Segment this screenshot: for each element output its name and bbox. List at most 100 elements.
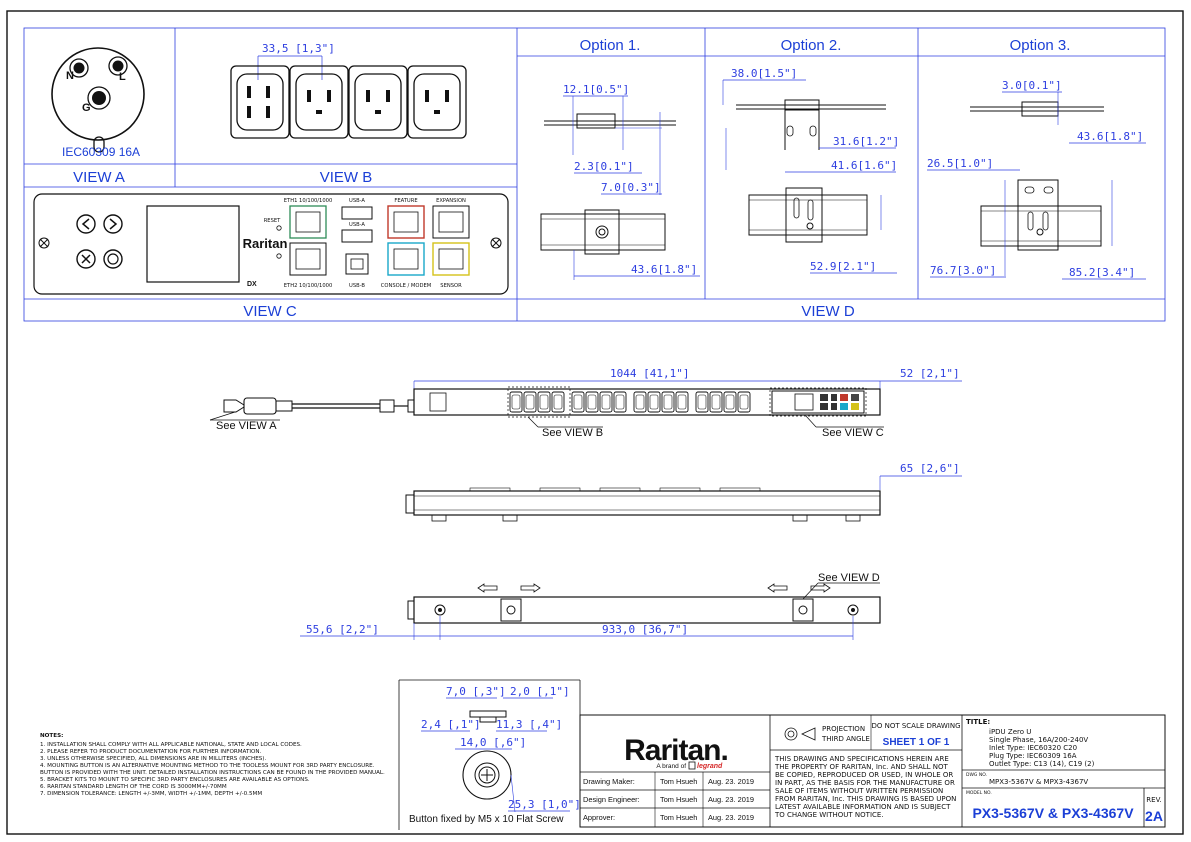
brand-line: A brand of [656, 763, 686, 770]
opt2-dim-2: 31.6[1.2"] [833, 135, 899, 148]
plug-type-label: IEC60309 16A [62, 145, 140, 159]
view-a: N L G IEC60309 16A VIEW A [51, 47, 145, 186]
note-line-8: 7. DIMENSION TOLERANCE: LENGTH +/-3MM, W… [40, 791, 262, 797]
title-line-1: iPDU Zero U [989, 728, 1031, 736]
callout-view-c: See VIEW C [822, 427, 884, 439]
dwg-label: DWG NO. [966, 772, 987, 778]
view-b: 33,5 [1,3"] VIEW B [230, 42, 467, 186]
row1-date: Aug. 23. 2019 [708, 777, 754, 786]
eth1-label: ETH1 10/100/1000 [284, 198, 333, 204]
option-3-title: Option 3. [1010, 37, 1071, 54]
sensor-port [432, 242, 470, 276]
pin-l-label: L [119, 71, 126, 83]
row2-role: Design Engineer: [583, 795, 640, 804]
eth2-label: ETH2 10/100/1000 [284, 283, 333, 289]
feature-label: FEATURE [394, 198, 417, 204]
btn-dim-3: 2,4 [,1"] [421, 718, 481, 731]
opt3-dim-4: 76.7[3.0"] [930, 264, 996, 277]
pdu-side-view: 65 [2,6"] [405, 462, 962, 522]
opt1-dim-1: 12.1[0.5"] [563, 83, 629, 96]
legrand-brand: legrand [697, 763, 723, 770]
pdu-front-view: 1044 [41,1"] 52 [2,1"] See VIEW A [209, 367, 962, 439]
callout-view-a: See VIEW A [216, 420, 277, 432]
opt1-dim-3: 7.0[0.3"] [601, 181, 661, 194]
row2-date: Aug. 23. 2019 [708, 795, 754, 804]
title-line-4: Plug Type: IEC60309 16A [989, 752, 1077, 760]
btn-dim-2: 2,0 [,1"] [510, 685, 570, 698]
title-label: TITLE: [966, 718, 990, 726]
note-line-1: 1. INSTALLATION SHALL COMPLY WITH ALL AP… [40, 742, 302, 748]
disclaimer-5: SALE OF ITEMS WITHOUT WRITTEN PERMISSION [775, 787, 943, 795]
pdu-back-view: See VIEW D 55,6 [2,2"] 933,0 [36,7"] [300, 572, 881, 640]
display-screen [146, 205, 240, 283]
disclaimer-6: FROM RARITAN, Inc. THIS DRAWING IS BASED… [775, 795, 956, 803]
btn-dim-6: 25,3 [1,0"] [508, 798, 581, 811]
row3-date: Aug. 23. 2019 [708, 813, 754, 822]
pin-n-label: N [66, 70, 74, 82]
btn-dim-5: 14,0 [,6"] [460, 736, 526, 749]
option-1-drawing: 12.1[0.5"] 2.3[0.1"] 7.0[0.3"] 43.6[1.8"… [540, 83, 700, 280]
width-dim: 52 [2,1"] [900, 367, 960, 380]
option-3-drawing: 3.0[0.1"] 43.6[1.8"] 26.5[1.0"] 76.7[3.0… [927, 79, 1146, 280]
pin-g-label: G [82, 102, 91, 114]
note-line-6: 5. BRACKET KITS TO MOUNT TO SPECIFIC 3RD… [40, 777, 310, 783]
usb-b-label: USB-B [349, 283, 365, 289]
note-line-2: 2. PLEASE REFER TO PRODUCT DOCUMENTATION… [40, 749, 262, 755]
note-line-5: BUTTON IS PROVIDED WITH THE UNIT. DETAIL… [40, 770, 385, 776]
opt2-dim-4: 52.9[2.1"] [810, 260, 876, 273]
projection-angle: THIRD ANGLE [821, 735, 870, 743]
length-dim: 1044 [41,1"] [610, 367, 689, 380]
title-line-2: Single Phase, 16A/200-240V [989, 736, 1088, 744]
notes-block: NOTES: 1. INSTALLATION SHALL COMPLY WITH… [40, 733, 385, 797]
dwg-number: MPX3-5367V & MPX3-4367V [989, 778, 1088, 786]
row2-name: Tom Hsueh [660, 795, 697, 804]
usb-a2-port [341, 229, 373, 243]
callout-view-d: See VIEW D [818, 572, 880, 584]
views-panel-frame [23, 27, 1166, 322]
sensor-label: SENSOR [440, 283, 462, 289]
button-caption: Button fixed by M5 x 10 Flat Screw [409, 814, 564, 825]
note-line-3: 3. UNLESS OTHERWISE SPECIFIED, ALL DIMEN… [40, 756, 266, 762]
disclaimer-8: TO CHANGE WITHOUT NOTICE. [774, 811, 884, 819]
view-b-title: VIEW B [320, 169, 373, 186]
callout-view-b: See VIEW B [542, 427, 603, 439]
notes-title: NOTES: [40, 733, 63, 739]
view-a-title: VIEW A [73, 169, 125, 186]
title-line-3: Inlet Type: IEC60320 C20 [989, 744, 1077, 752]
disclaimer-2: THE PROPERTY OF RARITAN, Inc. AND SHALL … [774, 763, 949, 771]
note-line-7: 6. RARITAN STANDARD LENGTH OF THE CORD I… [40, 784, 227, 790]
scale-note: DO NOT SCALE DRAWING [871, 722, 960, 730]
btn-dim-1: 7,0 [,3"] [446, 685, 506, 698]
eth1-port [289, 205, 327, 239]
svg-text:DX: DX [247, 281, 257, 288]
disclaimer-4: IN PART, AS THE BASIS FOR THE MANUFACTUR… [775, 779, 955, 787]
depth-dim: 65 [2,6"] [900, 462, 960, 475]
raritan-logo: Raritan. [624, 734, 728, 767]
eth2-port [289, 242, 327, 276]
option-1-title: Option 1. [580, 37, 641, 54]
console-port [387, 242, 425, 276]
reset-label: RESET [264, 218, 281, 224]
row3-name: Tom Hsueh [660, 813, 697, 822]
rev-label: REV. [1146, 796, 1161, 804]
opt3-dim-2: 43.6[1.8"] [1077, 130, 1143, 143]
row1-name: Tom Hsueh [660, 777, 697, 786]
projection-symbol-icon [784, 727, 798, 741]
usb-b-port [345, 253, 369, 275]
view-c: Raritan DX RESET ETH1 10/100/1000 ETH2 1… [33, 193, 509, 320]
btn-dim-4: 11,3 [,4"] [496, 718, 562, 731]
view-c-title: VIEW C [243, 303, 297, 320]
model-number: PX3-5367V & PX3-4367V [972, 805, 1134, 821]
disclaimer-1: THIS DRAWING AND SPECIFICATIONS HEREIN A… [774, 755, 949, 763]
usb-a2-label: USB-A [349, 222, 365, 228]
row3-role: Approver: [583, 813, 615, 822]
opt1-dim-4: 43.6[1.8"] [631, 263, 697, 276]
sheet-number: SHEET 1 OF 1 [883, 737, 950, 748]
row1-role: Drawing Maker: [583, 777, 635, 786]
expansion-label: EXPANSION [436, 198, 466, 204]
opt3-dim-3: 26.5[1.0"] [927, 157, 993, 170]
option-2-drawing: 38.0[1.5"] 31.6[1.2"] 41.6[1.6"] 52.9[2.… [722, 67, 899, 274]
button-detail: 7,0 [,3"] 2,0 [,1"] 2,4 [,1"] 11,3 [,4"]… [398, 679, 581, 830]
raritan-panel-logo: Raritan [243, 236, 288, 251]
